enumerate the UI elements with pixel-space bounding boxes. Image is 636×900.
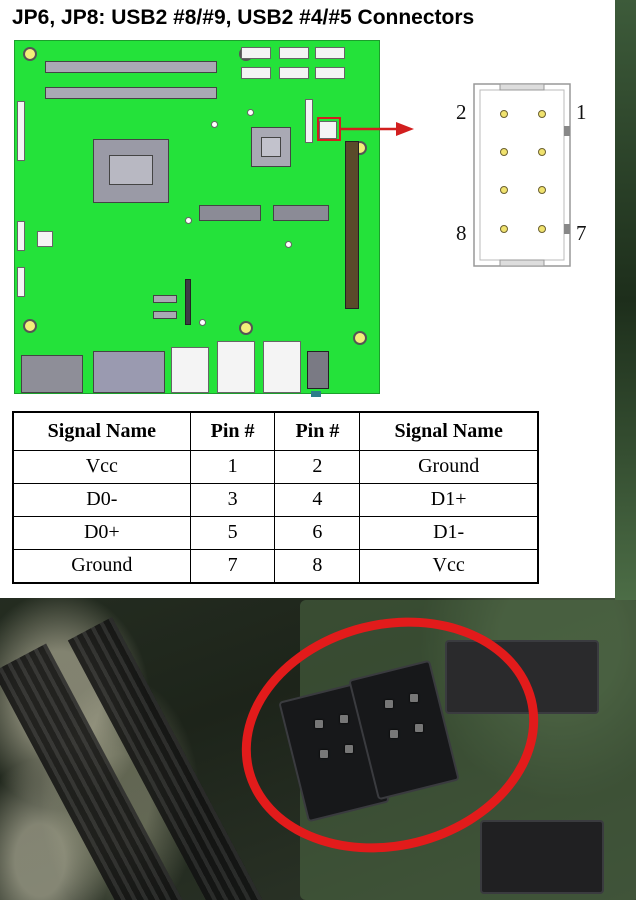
pin-label-2: 2 [456, 100, 467, 124]
table-row: D0- 3 4 D1+ [12, 482, 539, 517]
table-cell: 7 [189, 548, 276, 584]
connector-highlight [317, 117, 341, 141]
table-cell: Vcc [359, 548, 539, 584]
connector-diagram: 2 1 8 7 [440, 78, 600, 278]
table-cell: Vcc [12, 450, 191, 484]
table-cell: D0+ [12, 515, 191, 550]
photo-edge [615, 0, 636, 600]
table-cell: 2 [274, 450, 361, 484]
pin-table: Signal Name Pin # Pin # Signal Name Vcc … [12, 411, 539, 584]
pin-label-1: 1 [576, 100, 587, 124]
header-signal-name: Signal Name [359, 411, 539, 451]
connector-outline [473, 83, 571, 267]
arrow-icon [340, 122, 414, 136]
table-cell: 3 [189, 482, 276, 517]
table-cell: D1- [359, 515, 539, 550]
table-cell: 5 [189, 515, 276, 550]
table-cell: Ground [359, 450, 539, 484]
table-row: D0+ 5 6 D1- [12, 515, 539, 550]
pin-label-8: 8 [456, 221, 467, 245]
motherboard-diagram [14, 40, 380, 397]
table-cell: Ground [12, 548, 191, 584]
table-row: Vcc 1 2 Ground [12, 450, 539, 484]
manual-page: JP6, JP8: USB2 #8/#9, USB2 #4/#5 Connect… [0, 0, 615, 598]
page-title: JP6, JP8: USB2 #8/#9, USB2 #4/#5 Connect… [12, 6, 475, 29]
pin-label-7: 7 [576, 221, 587, 245]
header-signal-name: Signal Name [12, 411, 191, 451]
table-cell: 6 [274, 515, 361, 550]
table-cell: 4 [274, 482, 361, 517]
header-pin-number: Pin # [274, 411, 361, 451]
table-row: Ground 7 8 Vcc [12, 548, 539, 584]
header-pin-number: Pin # [189, 411, 276, 451]
table-cell: D0- [12, 482, 191, 517]
table-cell: 8 [274, 548, 361, 584]
table-cell: 1 [189, 450, 276, 484]
table-cell: D1+ [359, 482, 539, 517]
table-header-row: Signal Name Pin # Pin # Signal Name [12, 411, 539, 451]
